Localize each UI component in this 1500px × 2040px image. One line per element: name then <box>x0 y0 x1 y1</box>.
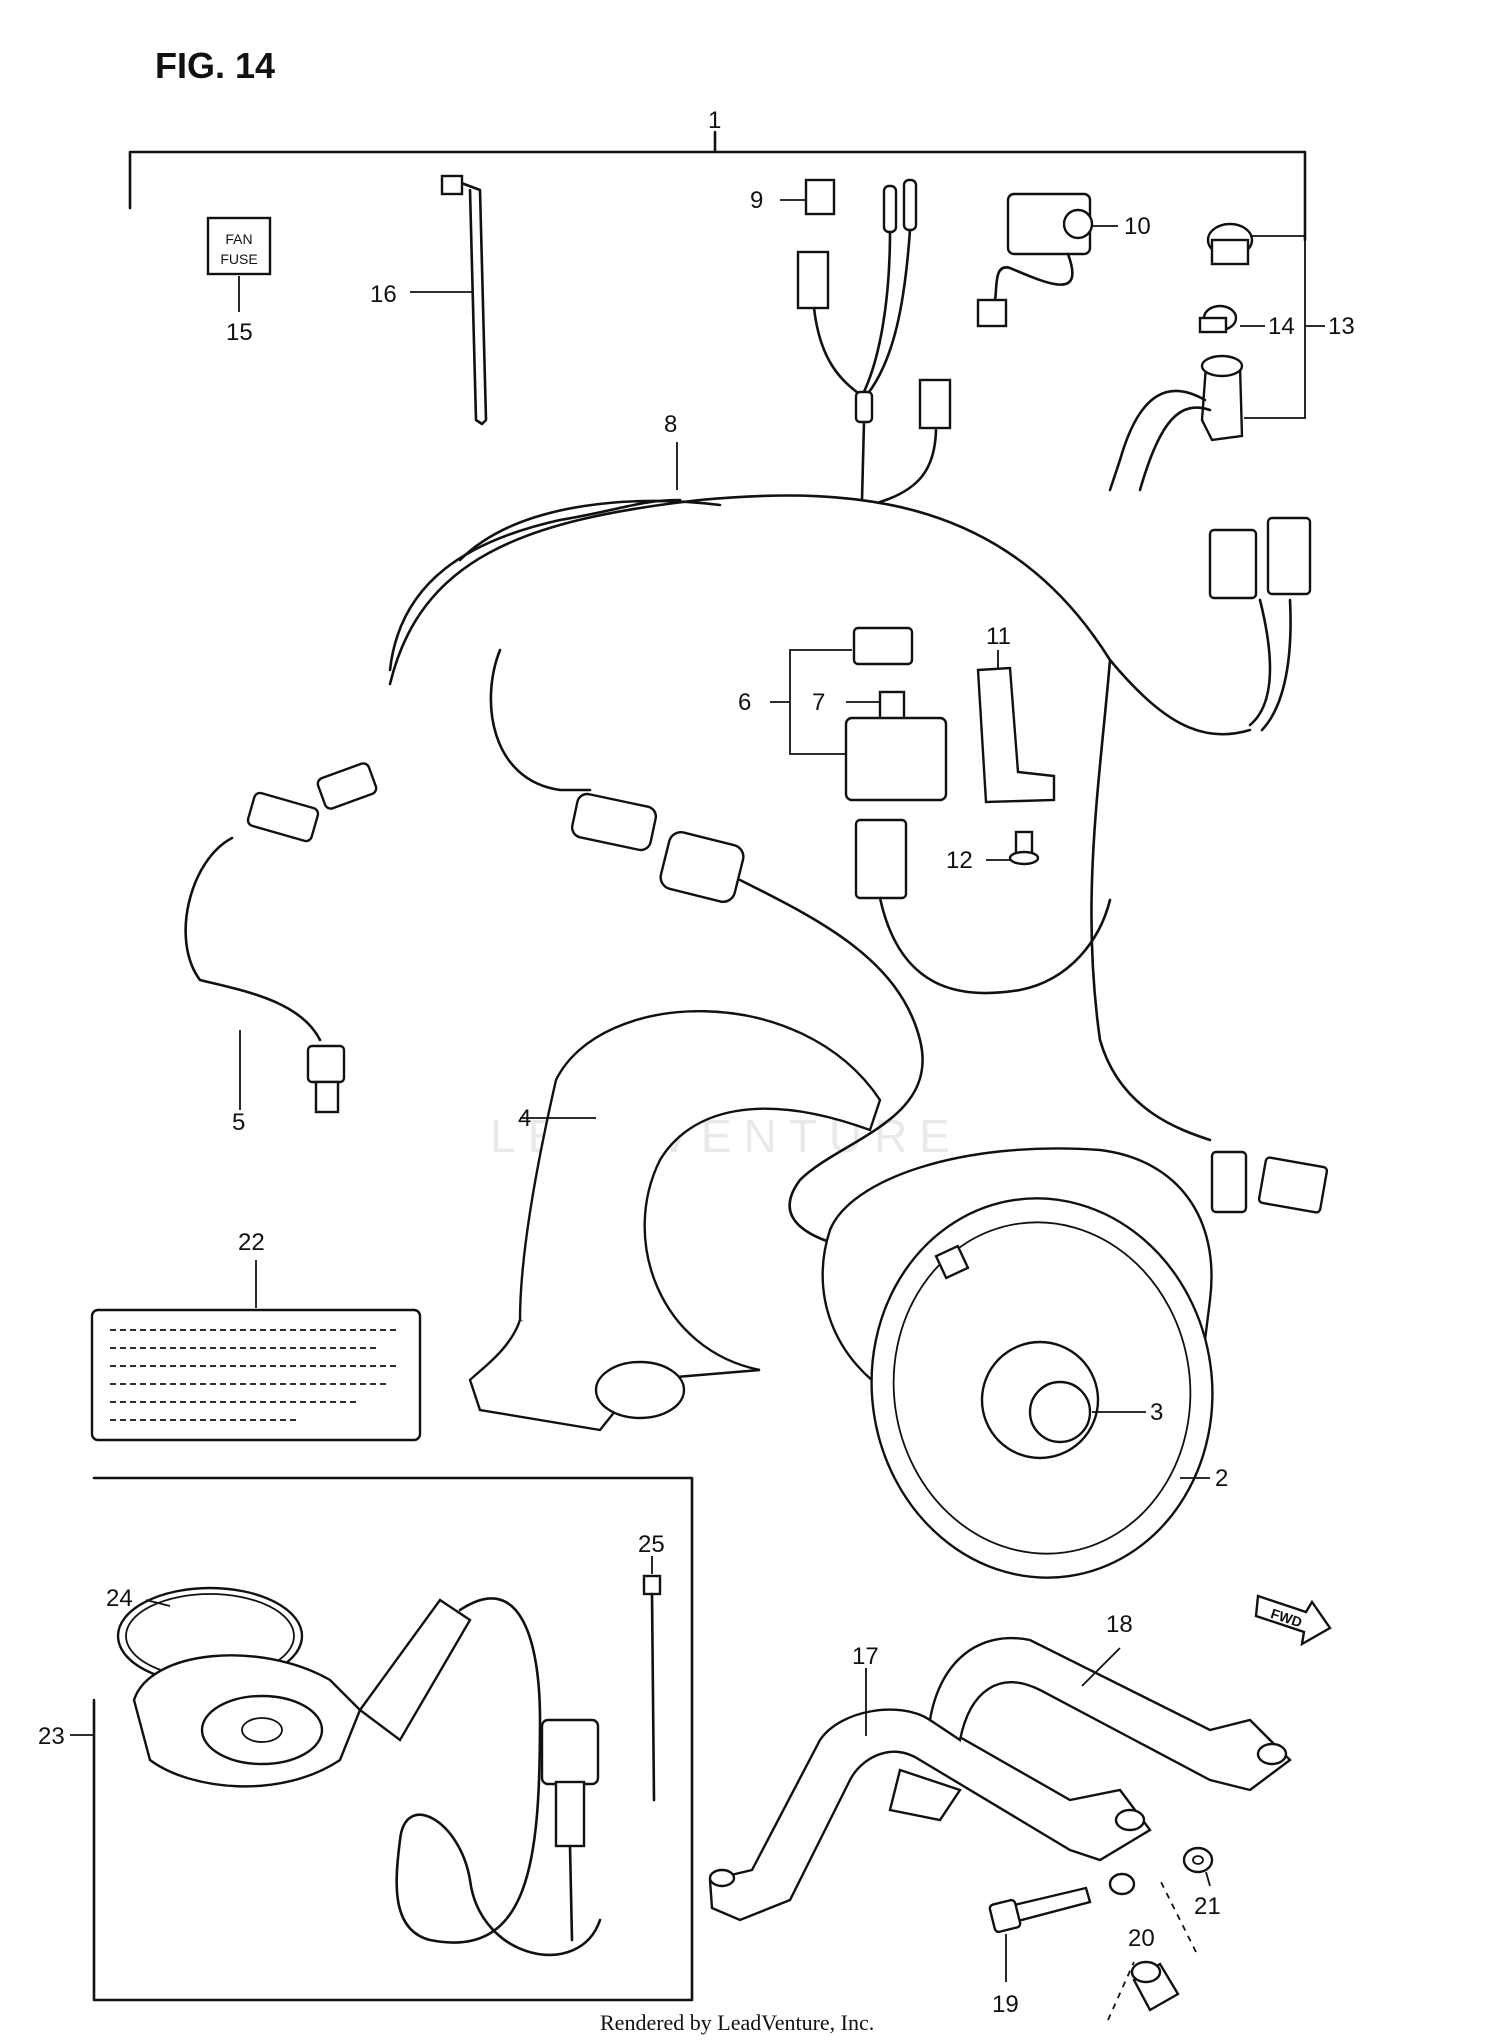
callout-9: 9 <box>750 187 763 214</box>
fan-shroud[interactable] <box>468 1010 882 1432</box>
callout-4: 4 <box>518 1105 531 1132</box>
thermostat-connector[interactable] <box>540 1718 600 1942</box>
harness-connector-mid[interactable] <box>570 792 924 1252</box>
callout-6: 6 <box>738 689 751 716</box>
cable-tie[interactable] <box>410 174 488 426</box>
callout-3: 3 <box>1150 1399 1163 1426</box>
thermostat-kit-inset <box>70 1476 694 2002</box>
callout-18: 18 <box>1106 1611 1133 1638</box>
callout-25: 25 <box>638 1531 665 1558</box>
callout-17: 17 <box>852 1643 879 1670</box>
thermo-sensor[interactable] <box>184 762 378 1114</box>
callout-11: 11 <box>986 623 1011 650</box>
cooling-fan-motor[interactable] <box>821 1147 1237 1599</box>
callout-15: 15 <box>226 319 253 346</box>
bracket-bolt[interactable] <box>988 1872 1136 1982</box>
fuse-holder[interactable] <box>780 178 952 504</box>
figure-title: FIG. 14 <box>155 45 275 86</box>
callout-labels: 1 2 3 4 5 6 7 8 9 10 11 12 13 14 15 16 1… <box>38 107 1355 2018</box>
assembly-bracket <box>128 130 1307 242</box>
callout-23: 23 <box>38 1723 65 1750</box>
wire-harness[interactable] <box>388 442 1292 1142</box>
callout-7: 7 <box>812 689 825 716</box>
bracket-collar[interactable] <box>1107 1879 1197 2021</box>
bulb-socket-assembly[interactable] <box>1108 222 1325 492</box>
relay-bracket[interactable] <box>976 650 1056 804</box>
callout-12: 12 <box>946 847 973 874</box>
bracket-washer[interactable] <box>1182 1846 1214 1887</box>
fan-fuse-line2: FUSE <box>220 251 257 267</box>
mounting-bracket-lower[interactable] <box>708 1668 1152 1922</box>
callout-24: 24 <box>106 1585 133 1612</box>
callout-21: 21 <box>1194 1893 1221 1920</box>
callout-22: 22 <box>238 1229 265 1256</box>
relay-assembly[interactable] <box>770 626 1112 995</box>
callout-13: 13 <box>1328 313 1355 340</box>
callout-8: 8 <box>664 411 677 438</box>
mounting-bracket-upper[interactable] <box>928 1636 1292 1792</box>
callout-20: 20 <box>1128 1925 1155 1952</box>
callout-16: 16 <box>370 281 397 308</box>
callout-14: 14 <box>1268 313 1295 340</box>
inset-cable-tie[interactable] <box>642 1556 662 1802</box>
harness-connectors-right[interactable] <box>1208 516 1329 1214</box>
thermo-switch[interactable] <box>976 192 1118 328</box>
callout-10: 10 <box>1124 213 1151 240</box>
callout-19: 19 <box>992 1991 1019 2018</box>
footer-credit: Rendered by LeadVenture, Inc. <box>600 2010 874 2035</box>
callout-1: 1 <box>708 107 721 134</box>
caution-label[interactable] <box>90 1260 422 1442</box>
thermostat-housing[interactable] <box>132 1597 602 1957</box>
forward-arrow: FWD <box>1254 1594 1332 1647</box>
fan-fuse-label[interactable]: FAN FUSE <box>206 216 272 312</box>
callout-2: 2 <box>1215 1465 1228 1492</box>
fan-fuse-line1: FAN <box>225 231 252 247</box>
callout-5: 5 <box>232 1109 245 1136</box>
bracket-screw[interactable] <box>986 830 1040 866</box>
